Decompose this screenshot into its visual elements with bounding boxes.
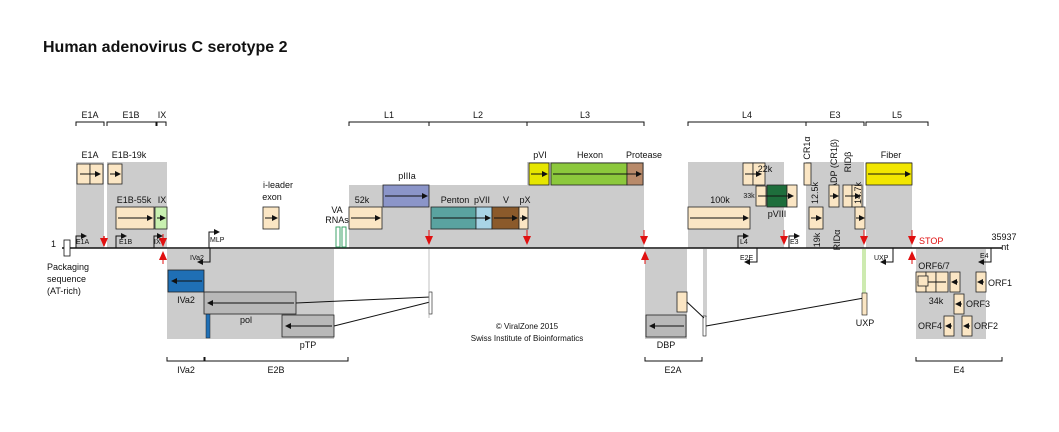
page-title: Human adenovirus C serotype 2	[43, 39, 288, 56]
gene-label-orf2: ORF2	[974, 321, 998, 331]
gene-label-14-7k: 14.7k	[853, 181, 863, 204]
promoter-iva2: IVa2	[190, 255, 204, 262]
gene-label-rida: RIDα	[832, 230, 842, 251]
gene-label-e1b19: E1B-19k	[112, 150, 147, 160]
region-label-l3: L3	[580, 110, 590, 120]
gene-label-ix: IX	[158, 195, 167, 205]
promoters: E1A E1B IX MLP L4 E3 IVa2 E2E UXP E4	[75, 229, 992, 265]
packaging-label-2: sequence	[47, 274, 86, 284]
region-label-ix: IX	[158, 110, 167, 120]
gene-label-52k: 52k	[355, 195, 370, 205]
gene-label-pvii: pVII	[474, 195, 490, 205]
gene-label-pviii: pVIII	[768, 209, 787, 219]
region-label-e2a: E2A	[664, 365, 681, 375]
region-label-e1b: E1B	[122, 110, 139, 120]
promoter-l4: L4	[740, 239, 748, 246]
gene-label-dbp: DBP	[657, 340, 676, 350]
gene-label-hexon: Hexon	[577, 150, 603, 160]
gene-label-100k: 100k	[710, 195, 730, 205]
credit-line-2: Swiss Institute of Bioinformatics	[471, 334, 583, 343]
region-label-l5: L5	[892, 110, 902, 120]
region-label-l2: L2	[473, 110, 483, 120]
gene-label-va-1: VA	[331, 205, 342, 215]
region-label-iva2: IVa2	[177, 365, 195, 375]
packaging-label-1: Packaging	[47, 262, 89, 272]
region-label-l4: L4	[742, 110, 752, 120]
packaging-label-3: (AT-rich)	[47, 286, 81, 296]
region-label-e4: E4	[953, 365, 964, 375]
credit-line-1: © ViralZone 2015	[496, 322, 559, 331]
gene-label-orf4: ORF4	[918, 321, 942, 331]
genome-end-unit: nt	[1001, 242, 1009, 252]
gene-label-uxp: UXP	[856, 318, 875, 328]
gene-label-e1a: E1A	[81, 150, 98, 160]
gene-label-pol: pol	[240, 315, 252, 325]
promoter-ix: IX	[154, 239, 161, 246]
bottom-region-brackets: IVa2 E2B E2A E4	[166, 357, 1003, 375]
gene-label-ileader-1: i-leader	[263, 180, 293, 190]
genome-end: 35937	[991, 232, 1016, 242]
top-region-brackets: E1A E1B IX L1 L2 L3 L4 E3 L5	[75, 110, 929, 126]
promoter-mlp: MLP	[210, 237, 225, 244]
gene-label-orf67: ORF6/7	[918, 261, 950, 271]
gene-label-orf3: ORF3	[966, 299, 990, 309]
gene-label-ridb: RIDβ	[843, 152, 853, 173]
gene-label-penton: Penton	[441, 195, 470, 205]
genome-start: 1	[51, 239, 56, 249]
polya-arrows	[100, 230, 916, 264]
gene-label-19k: 19k	[812, 232, 822, 247]
gene-label-pvi: pVI	[533, 150, 547, 160]
gene-label-12-5k: 12.5k	[810, 181, 820, 204]
gene-label-cr1a: CR1α	[802, 136, 812, 159]
gene-label-piiia: pIIIa	[398, 171, 416, 181]
gene-label-ileader-2: exon	[262, 192, 282, 202]
bottom-genes: IVa2 pol pTP DBP UXP ORF6/7 34k	[167, 249, 1012, 350]
gene-label-orf1: ORF1	[988, 278, 1012, 288]
gene-label-fiber: Fiber	[881, 150, 902, 160]
gene-label-protease: Protease	[626, 150, 662, 160]
promoter-e2e: E2E	[740, 255, 754, 262]
gene-label-v: V	[503, 195, 509, 205]
promoter-e3: E3	[790, 239, 799, 246]
stop-label: STOP	[919, 236, 943, 246]
region-label-e1a: E1A	[81, 110, 98, 120]
gene-label-adp: ADP (CR1β)	[829, 139, 839, 189]
promoter-uxp: UXP	[874, 255, 889, 262]
packaging-marker	[63, 239, 71, 257]
top-genes: E1A E1B-19k E1B-55k IX i-leader exon VA …	[76, 136, 913, 251]
promoter-e4: E4	[980, 253, 989, 260]
region-label-e2b: E2B	[267, 365, 284, 375]
gene-label-22k: 22k	[758, 164, 773, 174]
gene-label-e1b55: E1B-55k	[117, 195, 152, 205]
gene-label-34k: 34k	[929, 296, 944, 306]
gene-label-iva2: IVa2	[177, 295, 195, 305]
gene-label-ptp: pTP	[300, 340, 317, 350]
promoter-e1b: E1B	[119, 239, 133, 246]
region-label-l1: L1	[384, 110, 394, 120]
promoter-e1a: E1A	[76, 239, 90, 246]
gene-label-va-2: RNAs	[325, 215, 349, 225]
gene-label-px: pX	[519, 195, 530, 205]
region-label-e3: E3	[829, 110, 840, 120]
gene-label-33k: 33k	[743, 193, 755, 200]
